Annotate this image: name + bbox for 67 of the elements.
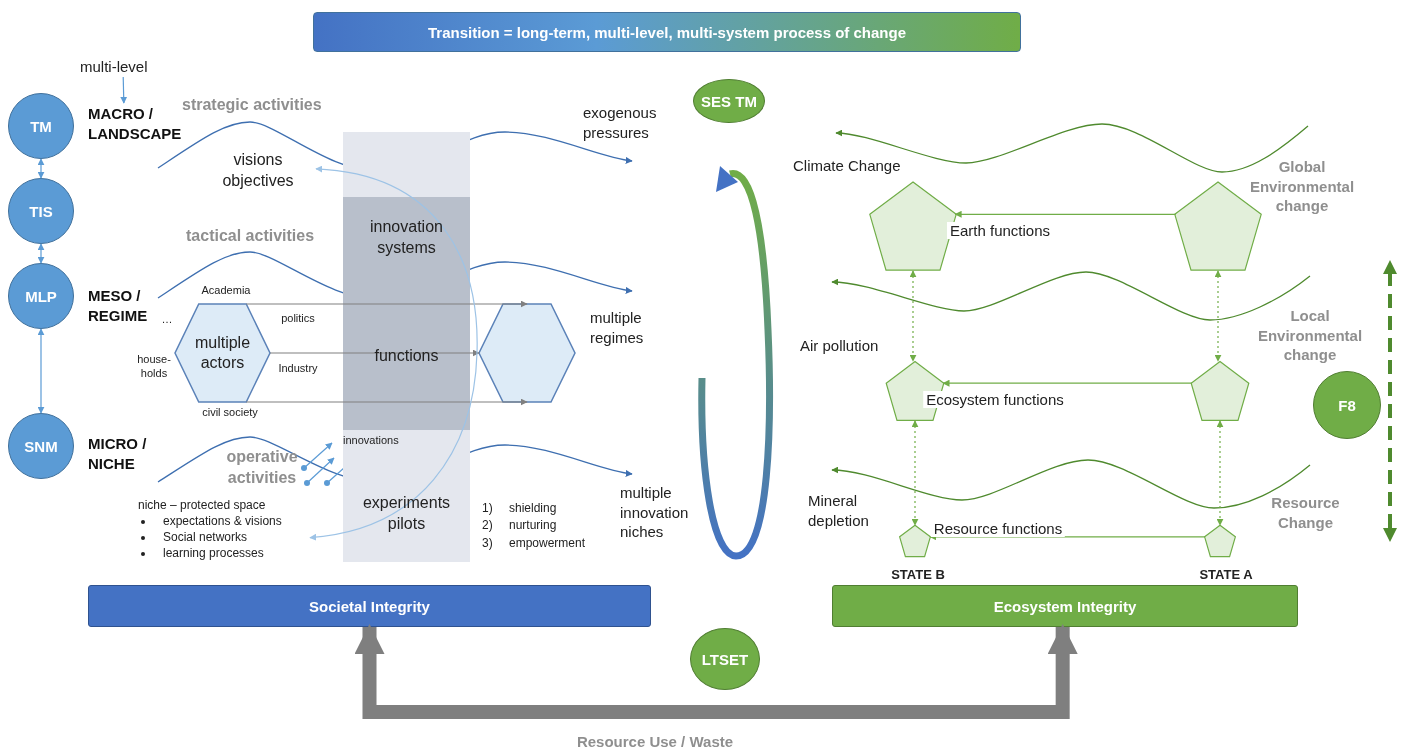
bullet-item: expectations & visions — [138, 514, 310, 528]
text-label: experiments pilots — [361, 493, 452, 534]
circle-node: SES TM — [693, 79, 765, 123]
circle-node: TIS — [8, 178, 74, 244]
text-label: 2) — [482, 518, 494, 534]
level-heading: MACRO / LANDSCAPE — [88, 103, 180, 144]
arrow — [269, 349, 480, 357]
edge-label: Ecosystem functions — [923, 391, 1067, 408]
text-label: functions — [373, 346, 440, 366]
arrow — [954, 210, 1177, 218]
text-label: exogenous pressures — [583, 103, 658, 142]
text-label: operative activities — [225, 447, 299, 488]
text-label: shielding — [509, 501, 558, 517]
side-label: Industry — [277, 361, 319, 376]
level-heading: MICRO / NICHE — [88, 433, 148, 474]
level-heading: MESO / REGIME — [88, 285, 149, 326]
arrow — [911, 420, 919, 526]
text-label: 1) — [482, 501, 494, 517]
text-label: nurturing — [509, 518, 558, 534]
note-text: multi-level — [80, 57, 149, 77]
text-label: multiple innovation niches — [620, 483, 690, 542]
integrity-bar: Ecosystem Integrity — [832, 585, 1298, 627]
side-label: STATE B — [890, 567, 946, 584]
text-label: Global Environmental change — [1248, 157, 1356, 216]
text-label: Local Environmental change — [1256, 306, 1364, 365]
arrow — [909, 270, 917, 362]
arrow — [37, 243, 45, 264]
bullet-item: learning processes — [138, 546, 310, 560]
circle-node: MLP — [8, 263, 74, 329]
text-label: innovation systems — [369, 217, 444, 258]
side-label: … — [160, 312, 174, 327]
shape-label: multiple actors — [193, 333, 252, 373]
circle-node: TM — [8, 93, 74, 159]
text-label: Climate Change — [793, 156, 902, 176]
text-label: innovations — [343, 433, 400, 448]
edge-label: Resource functions — [930, 520, 1066, 537]
text-label: 3) — [482, 536, 494, 552]
text-label: Mineral depletion — [808, 491, 870, 530]
list-heading: niche – protected space — [138, 498, 267, 512]
arrow — [309, 166, 478, 541]
text-label: multiple regimes — [590, 308, 645, 347]
circle-node: SNM — [8, 413, 74, 479]
side-label: politics — [280, 311, 316, 326]
bullet-item: Social networks — [138, 530, 310, 544]
text-label: Resource Change — [1270, 493, 1341, 532]
text-label: strategic activities — [182, 95, 323, 115]
circle-node: F8 — [1313, 371, 1381, 439]
text-label: empowerment — [509, 536, 587, 552]
text-label: visions objectives — [221, 150, 295, 191]
arrow — [1216, 420, 1224, 526]
side-label: civil society — [201, 405, 259, 420]
arrow — [37, 328, 45, 414]
side-label: house- holds — [136, 352, 172, 381]
side-label: Academia — [200, 283, 252, 298]
integrity-bar: Societal Integrity — [88, 585, 651, 627]
arrow — [37, 158, 45, 179]
arrow — [120, 76, 128, 104]
side-label: STATE A — [1198, 567, 1254, 584]
arrow — [1214, 270, 1222, 362]
arrow — [245, 398, 528, 406]
arrow — [245, 300, 528, 308]
arrow — [942, 379, 1193, 387]
title-banner: Transition = long-term, multi-level, multi-system process of change — [313, 12, 1021, 52]
text-label: Air pollution — [800, 336, 880, 356]
flow-arrow — [354, 624, 1078, 719]
circle-node: LTSET — [690, 628, 760, 690]
text-label: tactical activities — [186, 226, 316, 246]
